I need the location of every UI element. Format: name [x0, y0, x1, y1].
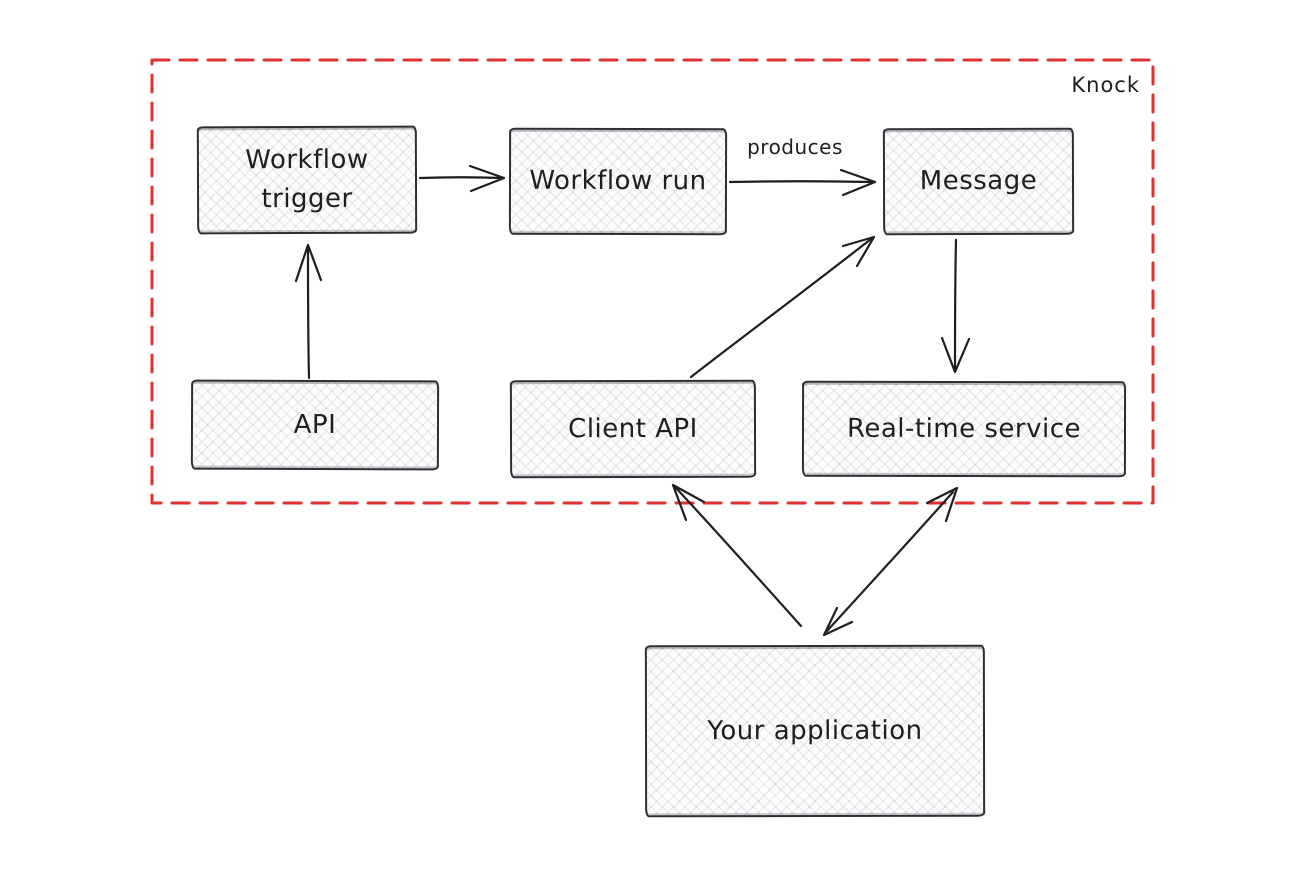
node-api: API	[190, 379, 440, 471]
node-client-api-label: Client API	[568, 413, 698, 444]
edge-label-produces: produces	[747, 135, 843, 159]
node-workflow-trigger: Workflow trigger	[196, 125, 418, 235]
node-your-application: Your application	[644, 644, 986, 818]
node-workflow-run-label: Workflow run	[529, 165, 707, 197]
knock-boundary-label: Knock	[1071, 73, 1140, 97]
arrow-client-api-to-message	[689, 235, 876, 379]
node-workflow-run: Workflow run	[508, 127, 728, 236]
arrow-workflow-trigger-to-workflow-run	[418, 164, 506, 193]
knock-boundary-box	[150, 58, 1155, 505]
arrow-your-application-to-client-api	[671, 483, 803, 628]
arrow-your-application-realtime-service-bidirectional	[822, 486, 959, 637]
arrow-api-to-workflow-trigger	[294, 243, 323, 380]
node-your-application-label: Your application	[707, 715, 923, 746]
node-realtime-service-label: Real-time service	[846, 413, 1082, 444]
arrow-message-to-realtime-service	[940, 238, 971, 374]
node-api-label: API	[293, 409, 337, 440]
arrow-workflow-run-to-message	[728, 168, 877, 197]
node-client-api: Client API	[509, 379, 757, 479]
node-workflow-trigger-label: Workflow trigger	[245, 144, 369, 215]
node-message: Message	[882, 127, 1075, 236]
node-message-label: Message	[919, 165, 1038, 197]
node-realtime-service: Real-time service	[801, 380, 1127, 478]
